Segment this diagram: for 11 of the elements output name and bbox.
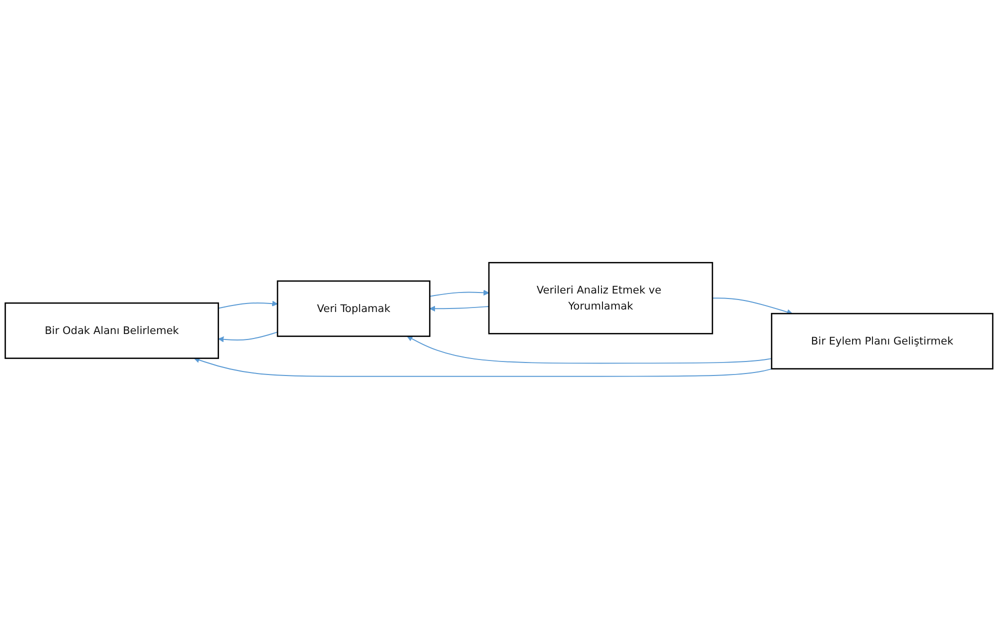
arrow	[430, 306, 490, 312]
arrow	[712, 298, 793, 315]
arrow	[194, 357, 773, 377]
node-box: Veri Toplamak	[276, 280, 430, 337]
arrow	[429, 290, 490, 297]
arrow	[218, 300, 278, 309]
node-box: Verileri Analiz Etmek ve Yorumlamak	[488, 262, 714, 334]
node-box: Bir Odak Alanı Belirlemek	[4, 302, 220, 359]
node-box: Bir Eylem Planı Geliştirmek	[770, 312, 994, 370]
arrow	[406, 336, 772, 364]
arrow	[218, 332, 278, 342]
